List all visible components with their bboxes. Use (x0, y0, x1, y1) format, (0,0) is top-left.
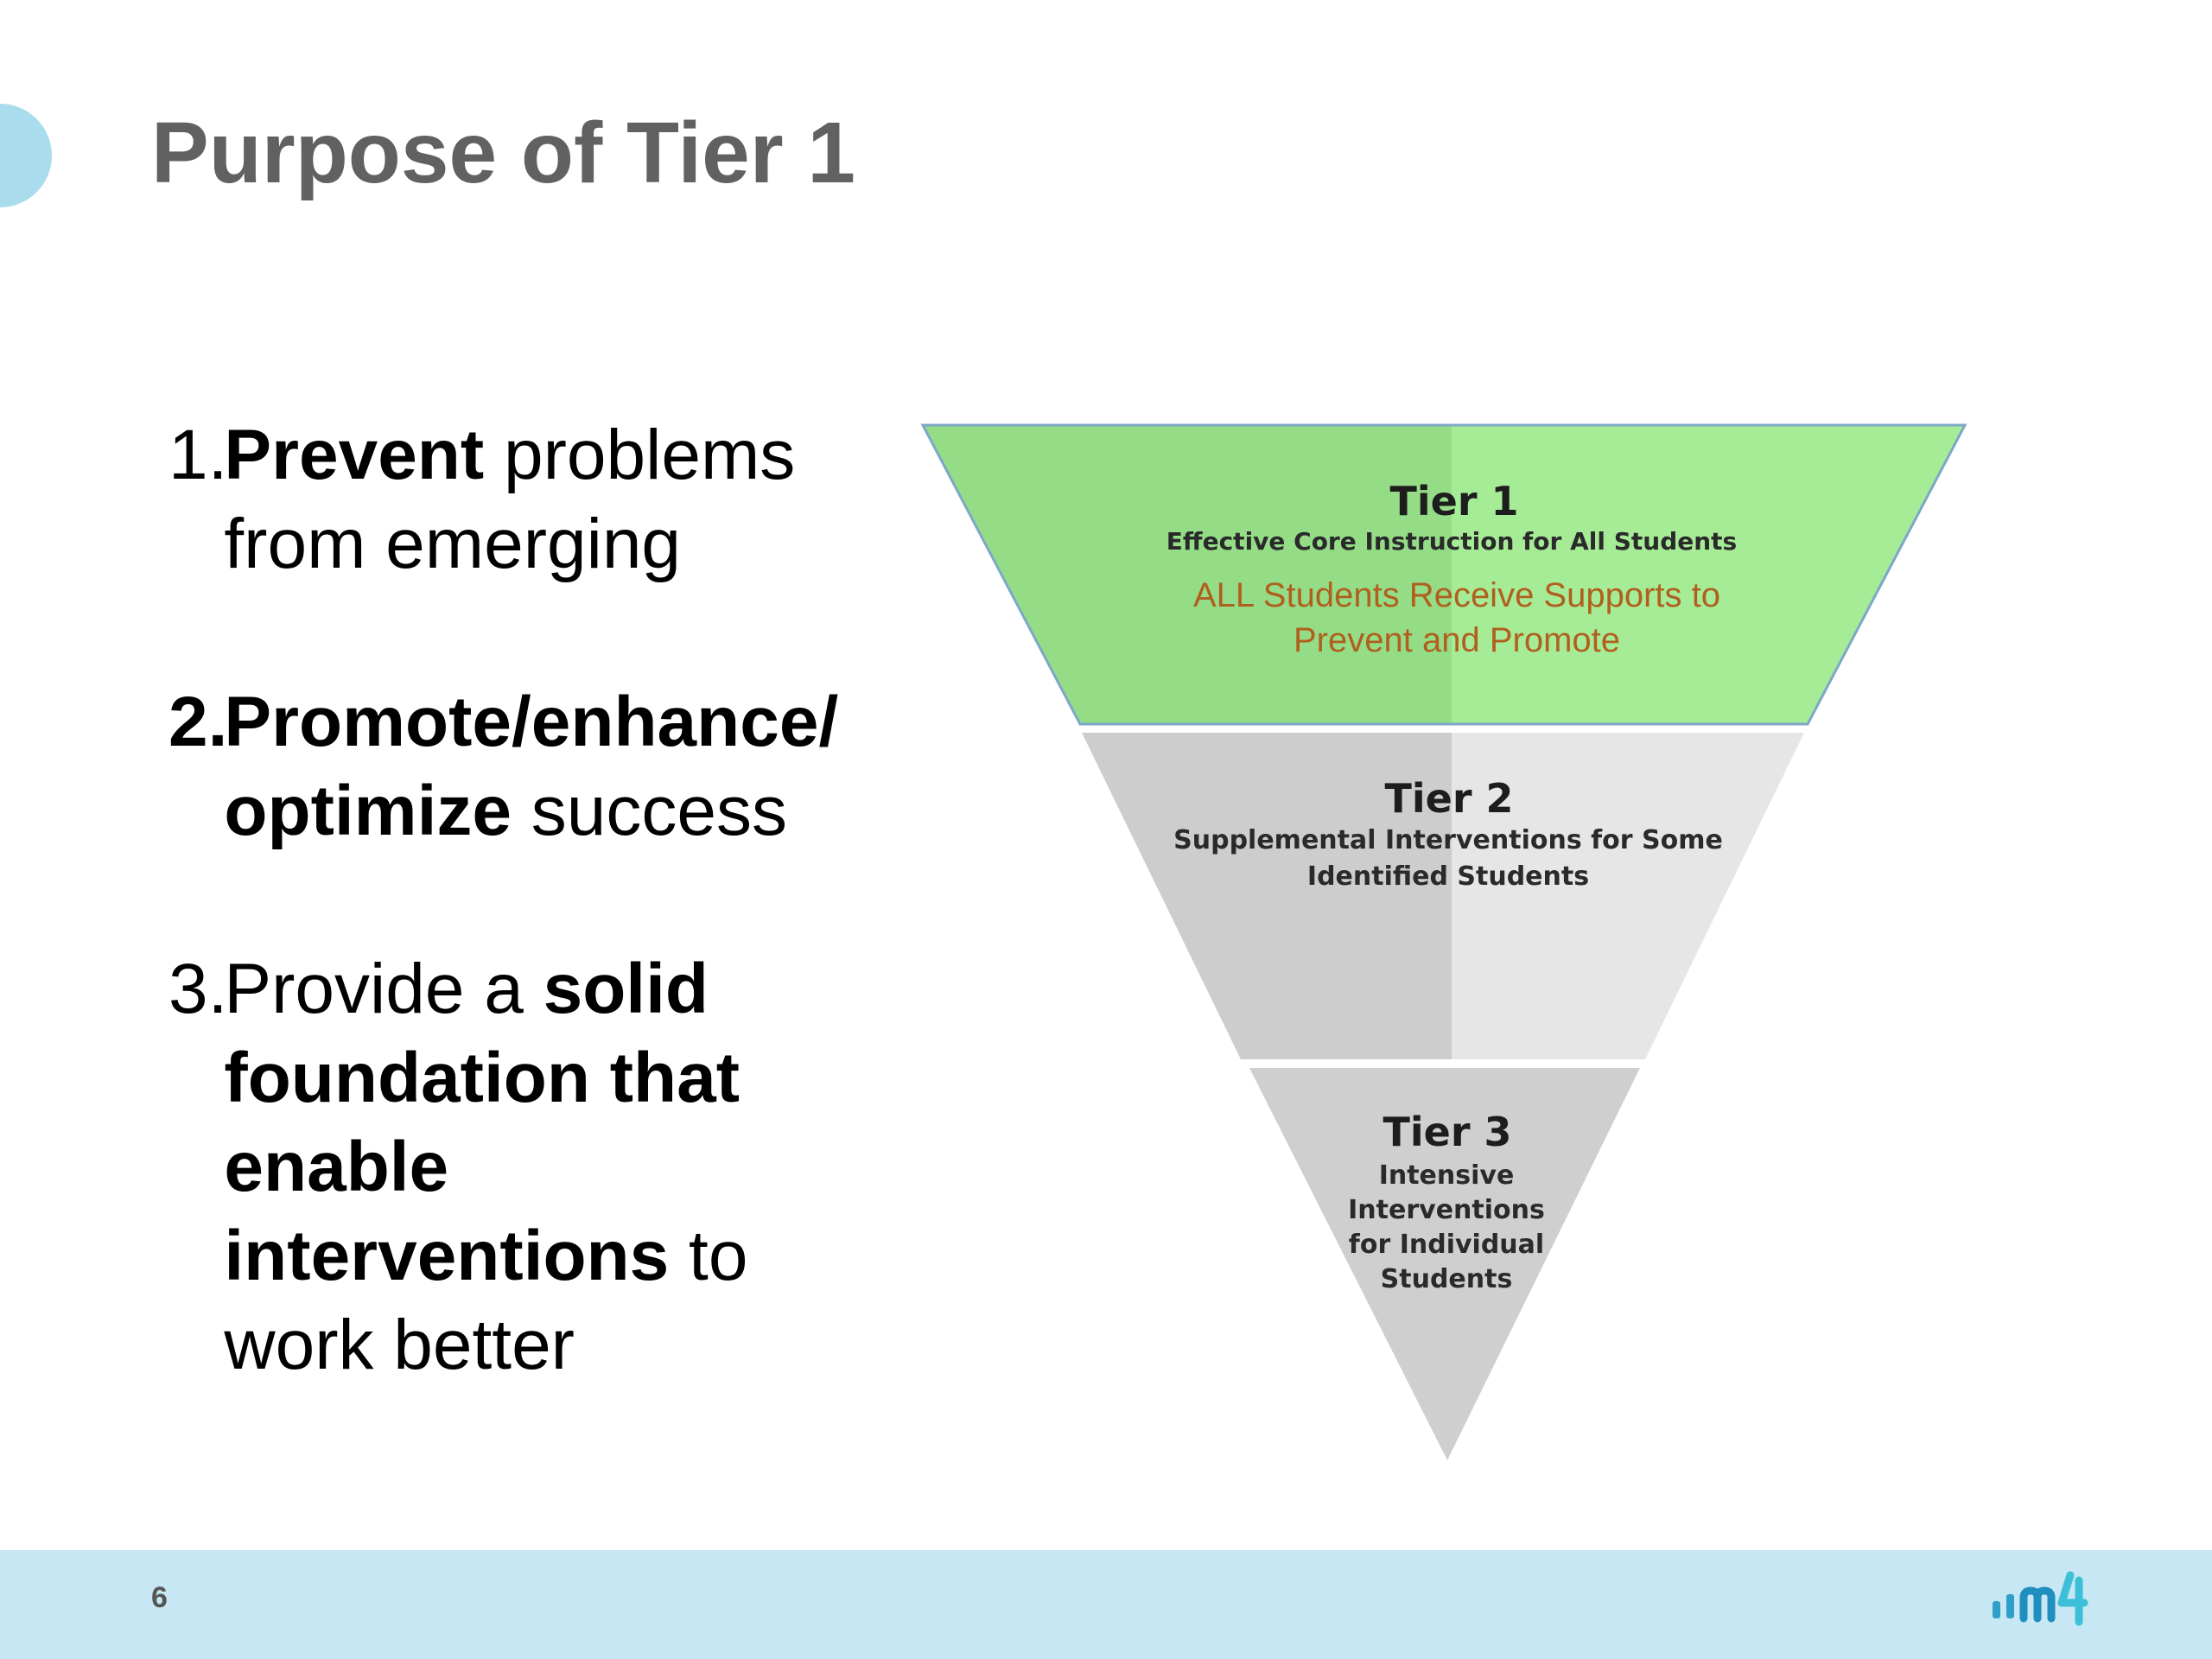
tier-2-title: Tier 2 (1384, 775, 1513, 822)
tier-1-band (920, 423, 1967, 726)
slide-title: Purpose of Tier 1 (151, 105, 856, 201)
list-item-1: 1. Prevent problems from emerging (168, 410, 912, 588)
tier-3-title: Tier 3 (1382, 1109, 1511, 1155)
list-plain-text: problems from emerging (224, 416, 796, 583)
tier-1-note-line-1: ALL Students Receive Supports to (1193, 576, 1720, 614)
tier-1-note-line-2: Prevent and Promote (1294, 621, 1620, 659)
tier-1-title: Tier 1 (1389, 478, 1518, 524)
tier-2-subtitle-line-2: Identified Students (1307, 861, 1589, 892)
m4-logo (1993, 1571, 2088, 1626)
list-bold-text: Promote/enhance/ optimize (224, 683, 839, 850)
list-bold-text: Prevent (224, 416, 485, 494)
tier-1-subtitle: Effective Core Instruction for All Stude… (1166, 527, 1737, 556)
tier-3-line-3: for Individual (1349, 1230, 1544, 1260)
list-number: 3. (168, 950, 228, 1028)
tier-2-subtitle-line-1: Supplemental Interventions for Some (1173, 825, 1723, 855)
list-text: Prevent problems from emerging (224, 410, 912, 588)
list-number: 1. (168, 416, 228, 494)
list-plain-text: Provide a (224, 950, 543, 1028)
tier-3-line-1: Intensive (1379, 1160, 1515, 1191)
list-number: 2. (168, 683, 228, 761)
list-plain-text: success (511, 772, 787, 850)
purpose-list: 1. Prevent problems from emerging 2. Pro… (168, 410, 912, 1389)
page-number: 6 (151, 1581, 168, 1614)
list-plain-text: to work better (224, 1217, 748, 1384)
list-text: Promote/enhance/ optimize success (224, 677, 912, 855)
footer-bar (0, 1550, 2212, 1659)
tier-3-line-2: Interventions (1348, 1195, 1545, 1225)
list-bold-text: solid foundation that enable interventio… (224, 950, 741, 1295)
list-item-2: 2. Promote/enhance/ optimize success (168, 677, 912, 855)
list-text: Provide a solid foundation that enable i… (224, 944, 912, 1389)
tier-3-line-4: Students (1381, 1264, 1513, 1294)
list-item-3: 3. Provide a solid foundation that enabl… (168, 944, 912, 1389)
